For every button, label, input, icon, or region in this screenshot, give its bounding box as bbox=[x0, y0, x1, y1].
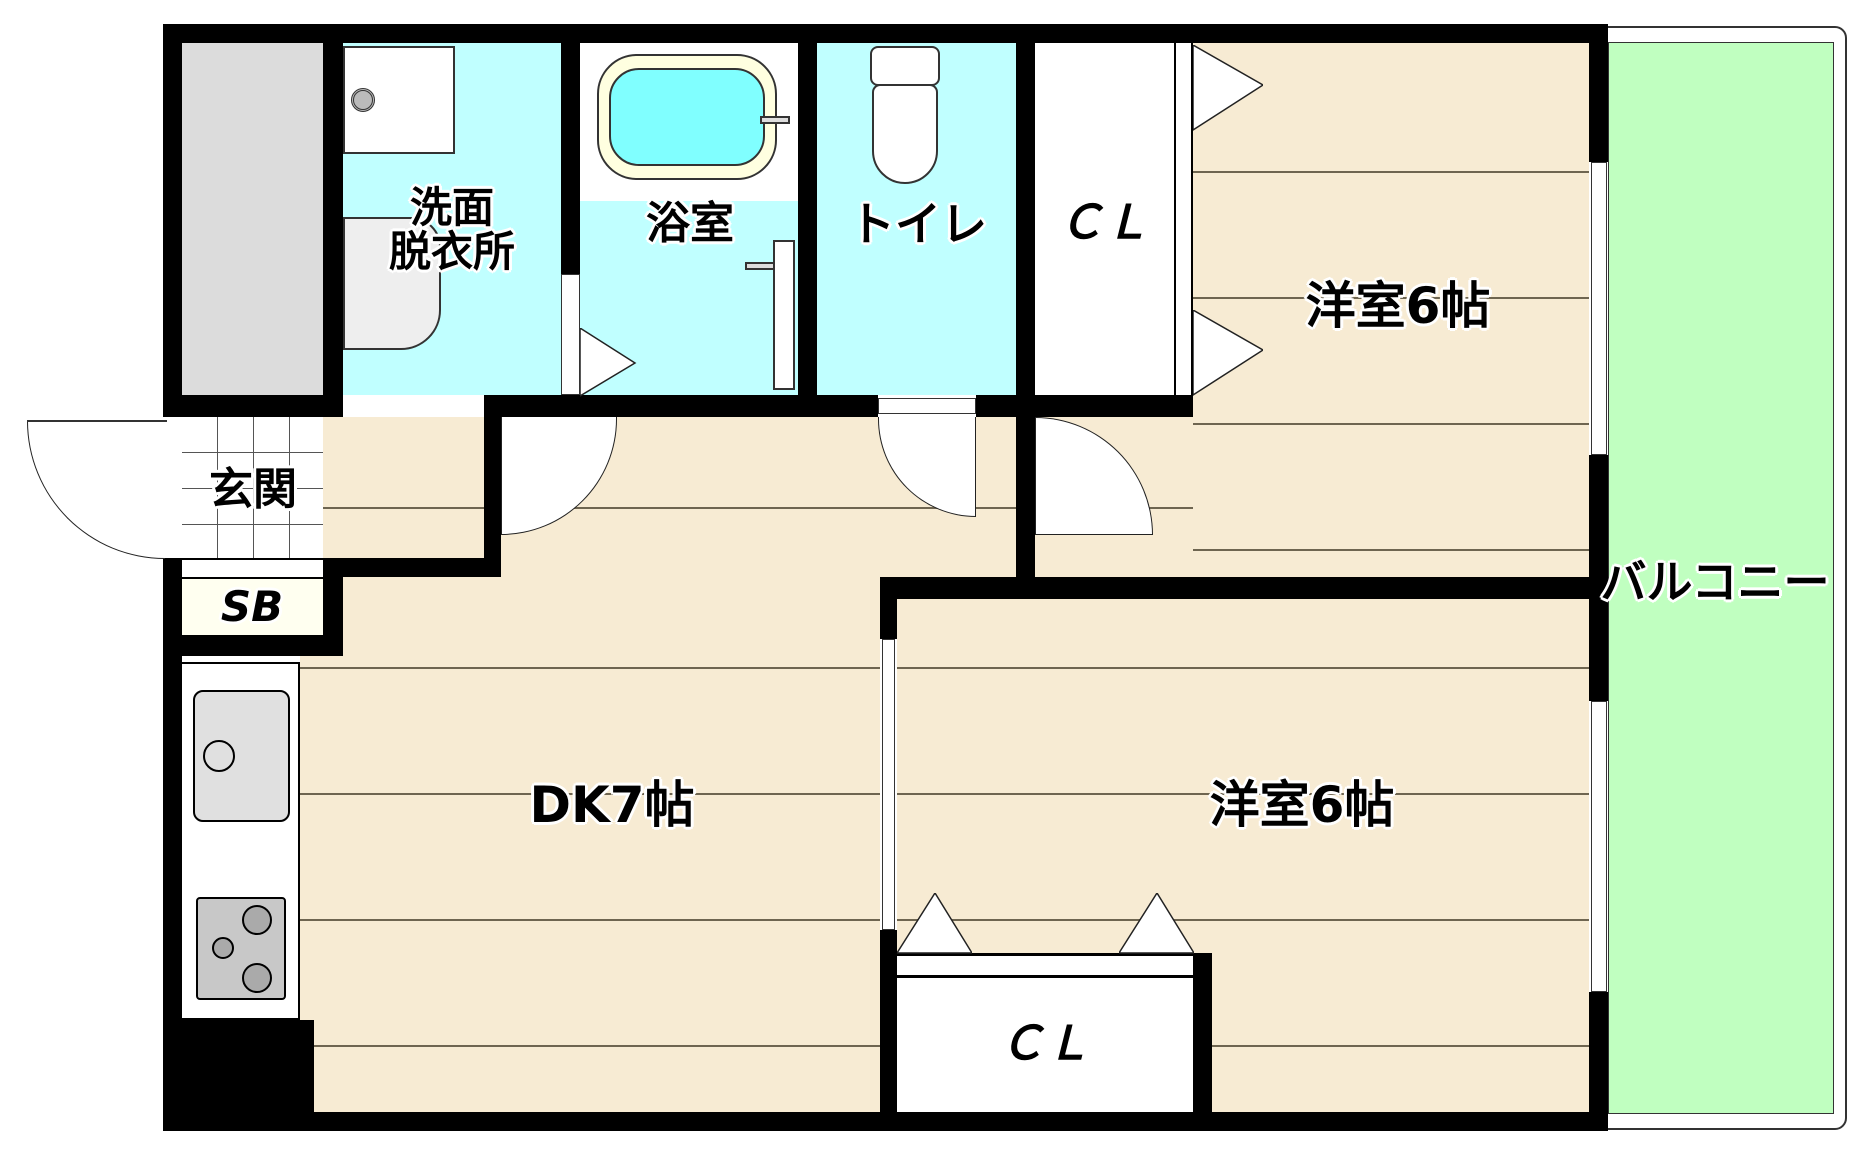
closet-lower bbox=[897, 953, 1193, 1112]
bath-faucet bbox=[760, 116, 790, 124]
closet-lower-label: ＣＬ bbox=[999, 1015, 1091, 1070]
bathtub-water bbox=[609, 68, 765, 166]
dining-kitchen-label: DK7帖 bbox=[529, 775, 695, 834]
burner-icon bbox=[242, 963, 272, 993]
hall-wall-left bbox=[484, 417, 501, 577]
entrance-step bbox=[182, 558, 323, 577]
drain-icon bbox=[203, 740, 235, 772]
folding-door-icon[interactable] bbox=[1193, 45, 1263, 135]
wall-right-bottom bbox=[1589, 992, 1608, 1131]
closet-upper-label: ＣＬ bbox=[1058, 194, 1150, 249]
closet-upper-bottom-wall bbox=[1174, 395, 1193, 417]
wall-dk-room1 bbox=[1016, 417, 1035, 599]
closet-upper bbox=[1035, 43, 1174, 395]
bathtub bbox=[597, 54, 777, 180]
toilet-door-strip[interactable] bbox=[878, 398, 976, 414]
burner-icon bbox=[242, 905, 272, 935]
wall-room1-room2 bbox=[880, 577, 1589, 599]
wall-wet-bottom-left bbox=[163, 395, 343, 417]
wall-left-lower bbox=[163, 558, 182, 1131]
washroom-label-line1: 洗面 bbox=[409, 182, 495, 232]
bath-shelf bbox=[773, 240, 795, 390]
folding-door-icon[interactable] bbox=[1193, 310, 1263, 400]
wall-left-upper bbox=[163, 24, 182, 417]
folding-door-icon[interactable] bbox=[1119, 893, 1194, 955]
balcony-label: バルコニー bbox=[1600, 554, 1830, 609]
sb-wall-bottom bbox=[163, 635, 343, 656]
wall-right-mid bbox=[1589, 455, 1608, 701]
entrance bbox=[182, 417, 323, 558]
western-room-1-label: 洋室6帖 bbox=[1305, 276, 1491, 335]
window-room-2[interactable] bbox=[1591, 701, 1607, 992]
bathroom-label: 浴室 bbox=[646, 197, 734, 249]
wall-toilet-cl bbox=[1016, 24, 1035, 417]
toilet-label: トイレ bbox=[849, 196, 987, 251]
folding-door-icon[interactable] bbox=[897, 893, 972, 955]
toilet-tank bbox=[870, 46, 940, 86]
western-room-1-floor bbox=[1193, 43, 1589, 577]
kitchen-corner-block bbox=[163, 1020, 314, 1131]
wall-wet-bottom-right bbox=[976, 395, 1193, 417]
western-room-2-label: 洋室6帖 bbox=[1209, 775, 1395, 834]
vanity-sink bbox=[343, 217, 441, 350]
toilet-bowl bbox=[872, 84, 938, 184]
wall-bath-toilet bbox=[798, 24, 817, 417]
washing-machine-pan bbox=[343, 46, 455, 154]
closet-lower-door-strip[interactable] bbox=[897, 975, 1193, 978]
folding-door-icon[interactable] bbox=[580, 328, 640, 398]
wall-top bbox=[163, 24, 1608, 43]
entrance-door[interactable] bbox=[27, 421, 165, 559]
storage-area bbox=[182, 43, 323, 395]
wall-dk-room2-bottom bbox=[880, 930, 897, 1130]
wall-dk-room2-top bbox=[880, 577, 897, 639]
washroom-label: 洗面 脱衣所 bbox=[388, 182, 516, 276]
closet-lower-right-wall bbox=[1193, 953, 1212, 1131]
wall-wet-bottom bbox=[484, 395, 878, 417]
shoe-box-label: SB bbox=[220, 581, 284, 631]
wash-door-strip[interactable] bbox=[561, 274, 580, 395]
closet-upper-door-strip[interactable] bbox=[1174, 43, 1193, 395]
sb-wall-right bbox=[323, 558, 343, 656]
dining-kitchen-floor bbox=[300, 577, 880, 1112]
shower-faucet bbox=[745, 262, 775, 270]
entrance-label: 玄関 bbox=[209, 463, 297, 515]
sliding-door-dk-room2[interactable] bbox=[882, 639, 895, 930]
balcony bbox=[1608, 42, 1834, 1114]
washroom-label-line2: 脱衣所 bbox=[388, 227, 516, 276]
wall-storage-right bbox=[323, 24, 343, 417]
kitchen-sink bbox=[193, 690, 290, 822]
entrance-door-leaf bbox=[27, 420, 167, 422]
hall-wall-step bbox=[323, 558, 501, 577]
burner-icon bbox=[212, 937, 234, 959]
gas-stove bbox=[196, 897, 286, 1000]
drain-icon bbox=[351, 88, 375, 112]
window-room-1[interactable] bbox=[1591, 162, 1607, 455]
wall-right-top bbox=[1589, 24, 1608, 162]
wall-wash-bath bbox=[561, 24, 580, 274]
shoe-box bbox=[182, 577, 323, 635]
